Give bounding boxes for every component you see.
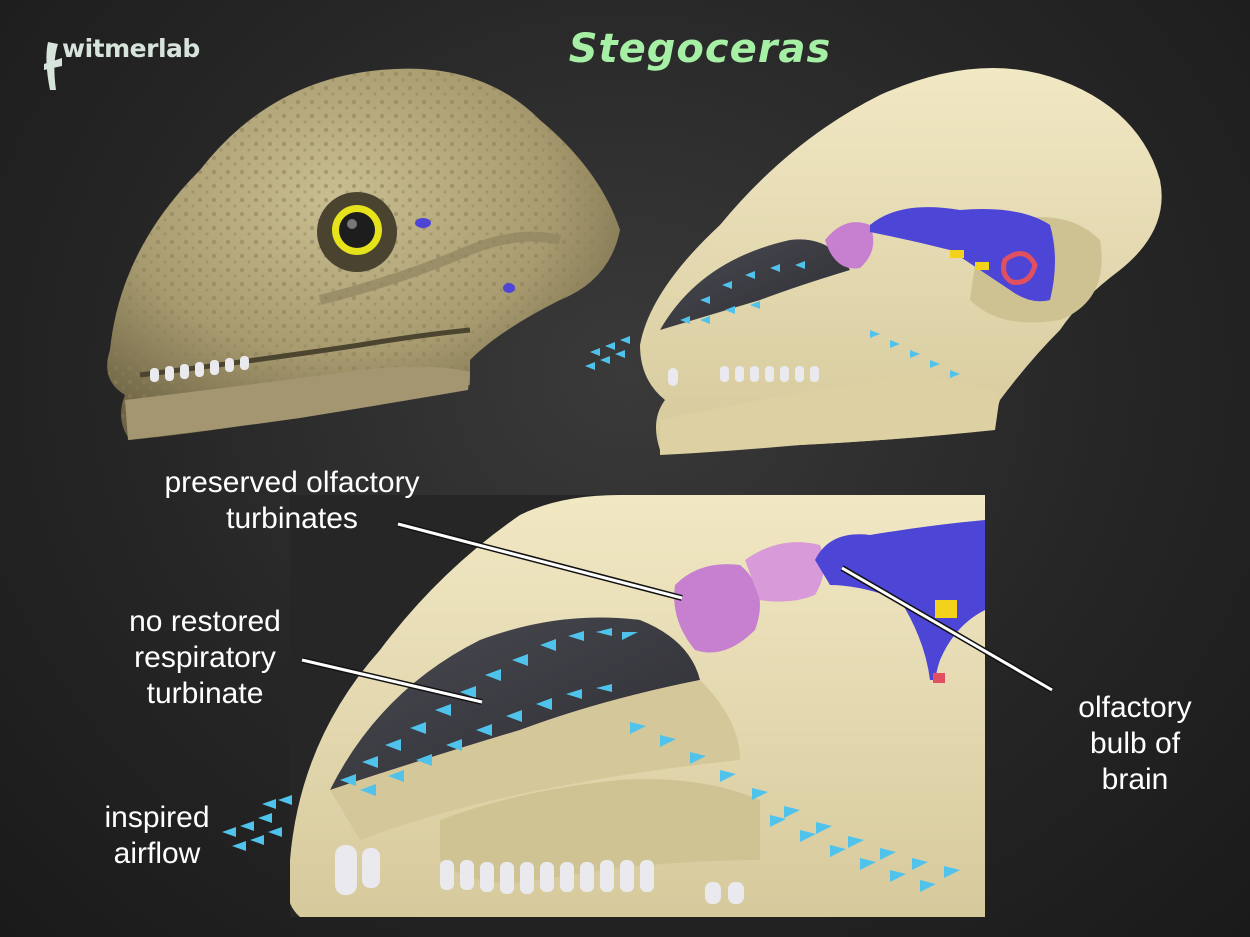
label-line: no restored [100, 604, 310, 640]
inspired-airflow-arrows [222, 795, 292, 851]
label-line: preserved olfactory [132, 465, 452, 501]
eye [317, 192, 397, 272]
label-line: bulb of [1050, 726, 1220, 762]
label-preserved-olfactory-turbinates: preserved olfactory turbinates [132, 465, 452, 537]
label-line: turbinates [132, 501, 452, 537]
label-inspired-airflow: inspired airflow [82, 800, 232, 872]
label-olfactory-bulb-of-brain: olfactory bulb of brain [1050, 690, 1220, 798]
logo-wordmark: witmerlab [62, 34, 200, 63]
label-line: airflow [82, 836, 232, 872]
label-no-restored-respiratory-turbinate: no restored respiratory turbinate [100, 604, 310, 712]
rock-hammer-icon [44, 42, 62, 90]
zoomed-cutaway [222, 495, 985, 917]
label-line: brain [1050, 762, 1220, 798]
fleshed-head-reconstruction [107, 69, 620, 440]
label-line: inspired [82, 800, 232, 836]
cutaway-skull [585, 68, 1162, 455]
figure-title: Stegoceras [560, 26, 840, 72]
label-line: respiratory [100, 640, 310, 676]
label-line: turbinate [100, 676, 310, 712]
label-line: olfactory [1050, 690, 1220, 726]
